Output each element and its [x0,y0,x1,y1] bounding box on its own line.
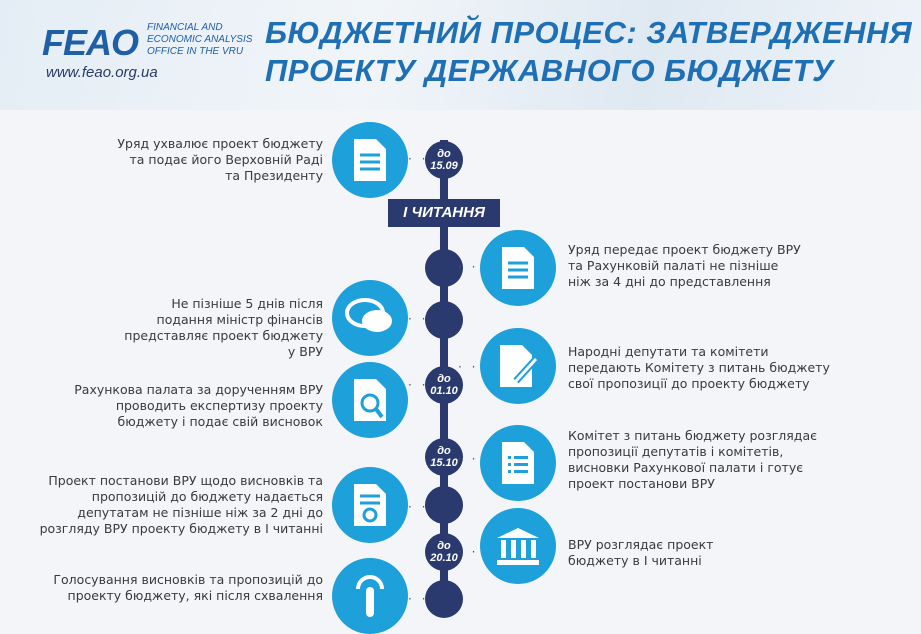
text-line: депутатам не пізніше ніж за 2 дні до [77,505,323,520]
logo-sub-line: ECONOMIC ANALYSIS [147,34,253,45]
text-line: Комітет з питань бюджету розглядає [568,428,817,443]
bank-icon [480,508,556,584]
timeline-node [425,486,463,524]
timeline-node [425,580,463,618]
text-line: Не пізніше 5 днів після [171,296,323,311]
connector-dots: · · [458,545,479,559]
timeline-node [425,301,463,339]
logo-subtitle: FINANCIAL AND ECONOMIC ANALYSIS OFFICE I… [147,22,252,58]
logo-sub-line: FINANCIAL AND [147,22,223,33]
hand-tap-icon [332,558,408,634]
logo-mark: FEAO [42,22,139,63]
document-icon [480,230,556,306]
date-value: 01.10 [430,385,458,397]
text-line: пропозиції депутатів і комітетів, [568,444,784,459]
text-line: розгляду ВРУ проекту бюджету в І читанні [39,521,323,536]
connector-dots: · · [408,378,429,392]
feao-logo: FEAO FINANCIAL AND ECONOMIC ANALYSIS OFF… [42,22,252,81]
text-line: Рахункова палата за дорученням ВРУ [74,382,323,397]
date-value: 20.10 [430,552,458,564]
text-line: ВРУ розглядає проект [568,537,714,552]
page-title: БЮДЖЕТНИЙ ПРОЦЕС: ЗАТВЕРДЖЕННЯ ПРОЕКТУ Д… [265,14,912,90]
text-line: проводить експертизу проекту [115,398,323,413]
connector-dots: · · [408,312,429,326]
text-line: Народні депутати та комітети [568,344,769,359]
date-value: 15.09 [430,160,458,172]
date-prefix: до [437,373,451,385]
text-line: пропозицій до бюджету надається [91,489,323,504]
text-line: та Президенту [225,168,323,183]
title-line: БЮДЖЕТНИЙ ПРОЦЕС: ЗАТВЕРДЖЕННЯ [265,15,913,50]
text-line: у ВРУ [287,344,323,359]
document-search-icon [332,362,408,438]
text-line: висновки Рахункової палати і готує [568,460,804,475]
title-line: ПРОЕКТУ ДЕРЖАВНОГО БЮДЖЕТУ [265,53,834,88]
header: FEAO FINANCIAL AND ECONOMIC ANALYSIS OFF… [0,0,921,110]
connector-dots: · · [458,452,479,466]
connector-dots: · · [408,152,429,166]
connector-dots: · · [458,260,479,274]
timeline-node [425,249,463,287]
connector-dots: · · [458,360,479,374]
text-line: свої пропозиції до проекту бюджету [568,376,810,391]
text-line: подання міністр фінансів [156,312,323,327]
logo-sub-line: OFFICE IN THE VRU [147,46,244,57]
website-url[interactable]: www.feao.org.ua [46,64,158,81]
text-line: та подає його Верховній Раді [129,152,324,167]
text-line: Уряд передає проект бюджету ВРУ [568,242,801,257]
date-prefix: до [437,148,451,160]
text-line: бюджету в І читанні [568,553,702,568]
document-icon [332,122,408,198]
certificate-icon [332,467,408,543]
connector-dots: · · [408,592,429,606]
text-line: бюджету і подає свій висновок [117,414,323,429]
text-line: Голосування висновків та пропозицій до [53,572,323,587]
text-line: ніж за 4 дні до представлення [568,274,771,289]
date-value: 15.10 [430,457,458,469]
date-prefix: до [437,445,451,457]
text-line: передають Комітету з питань бюджету [568,360,830,375]
text-line: проекту бюджету, які після схвалення [67,588,323,603]
document-pen-icon [480,328,556,404]
connector-dots: · · [408,500,429,514]
text-line: Уряд ухвалює проект бюджету [117,136,323,151]
speech-bubbles-icon [332,280,408,356]
list-icon [480,425,556,501]
text-line: представляє проект бюджету [124,328,323,343]
text-line: та Рахунковій палаті не пізніше [568,258,779,273]
text-line: проект постанови ВРУ [568,476,715,491]
first-reading-banner: І ЧИТАННЯ [388,199,500,227]
text-line: Проект постанови ВРУ щодо висновків та [48,473,323,488]
date-prefix: до [437,540,451,552]
